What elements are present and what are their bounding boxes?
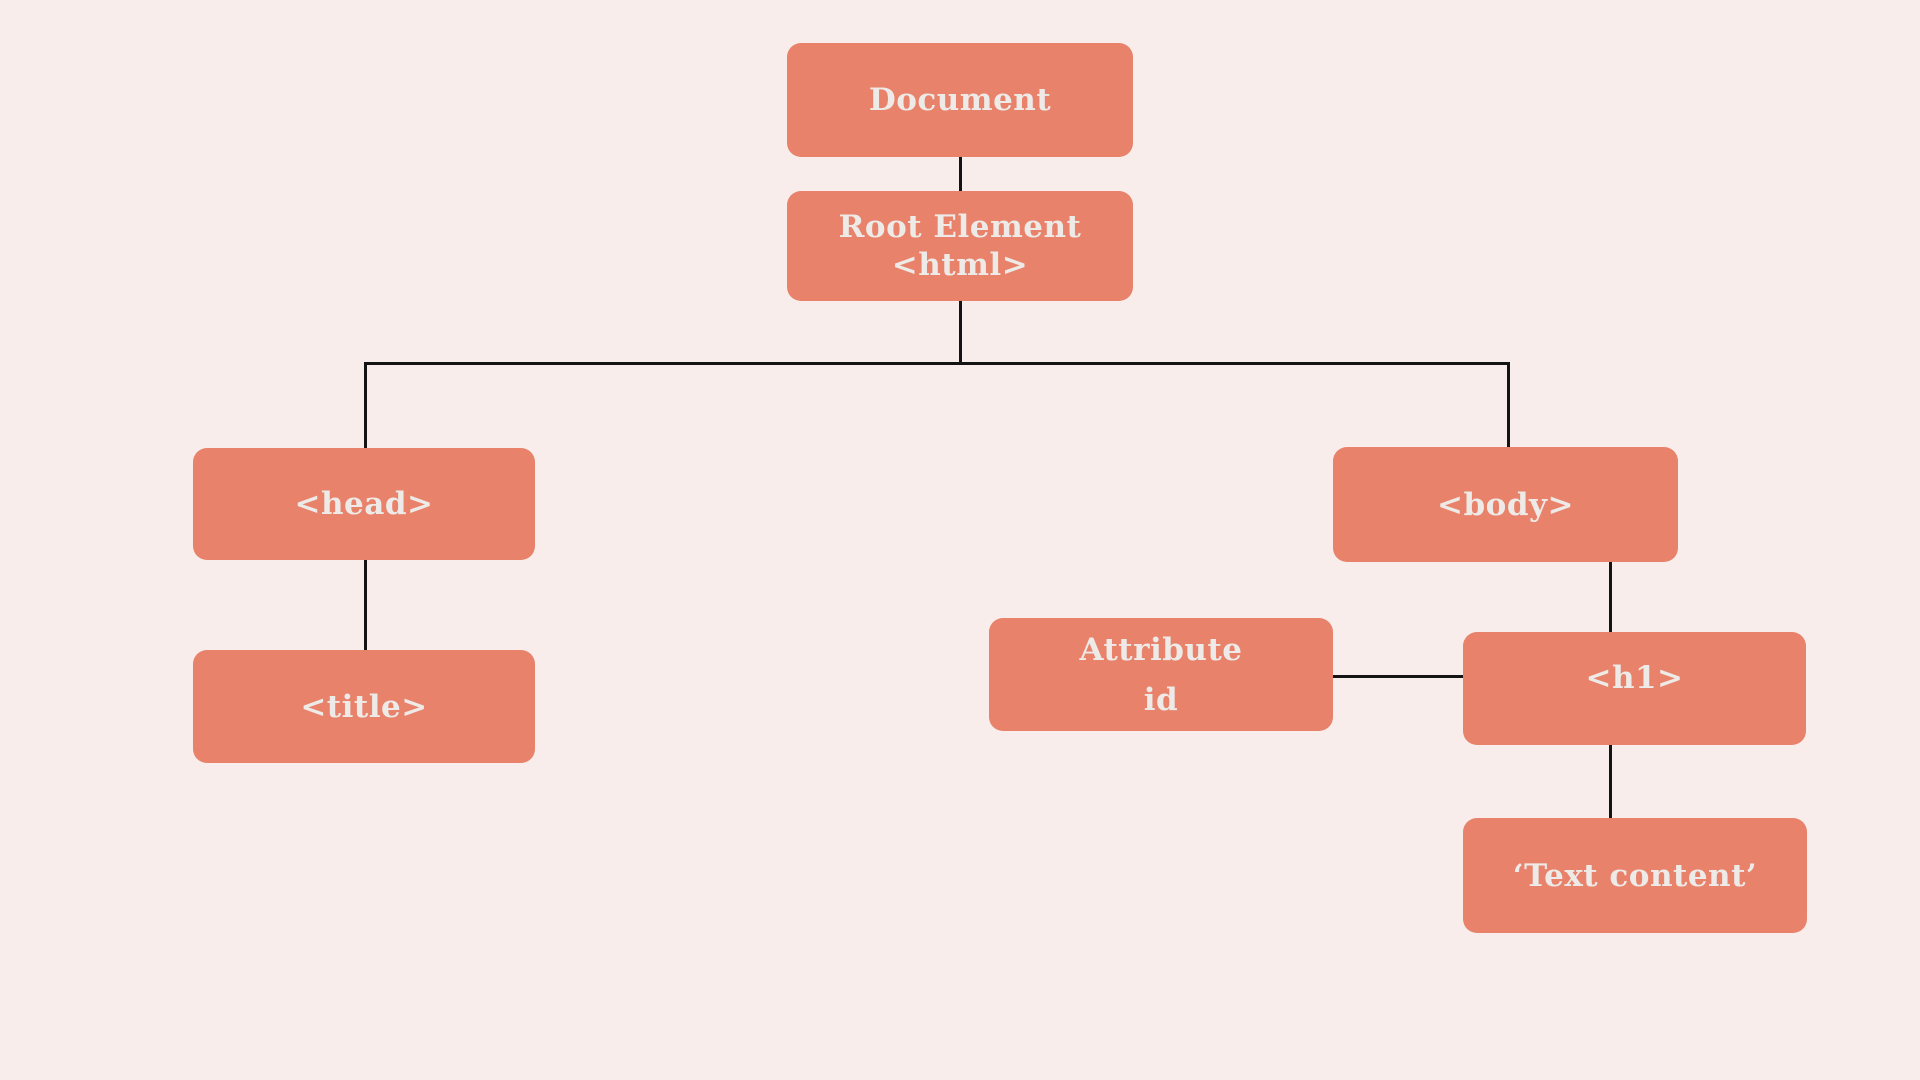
node-document: Document <box>787 43 1133 157</box>
node-head-label: <head> <box>294 486 434 522</box>
connector-root-stem <box>959 300 962 364</box>
connector-body-h1 <box>1609 562 1612 632</box>
node-text-content: ‘Text content’ <box>1463 818 1807 933</box>
node-head: <head> <box>193 448 535 560</box>
connector-attribute-h1 <box>1333 675 1463 678</box>
node-root-element-label-line1: Root Element <box>838 209 1082 245</box>
connector-head-title <box>364 560 367 650</box>
node-text-content-label: ‘Text content’ <box>1512 857 1758 894</box>
node-root-element: Root Element <html> <box>787 191 1133 301</box>
node-document-label: Document <box>868 82 1052 118</box>
node-attribute-id-label-line2: id <box>1143 681 1179 718</box>
node-body-label: <body> <box>1437 486 1574 523</box>
node-h1: <h1> <box>1463 632 1806 745</box>
node-attribute-id-label-line1: Attribute <box>1079 631 1243 668</box>
connector-document-root <box>959 157 962 191</box>
connector-root-branch <box>364 362 1510 365</box>
node-h1-label: <h1> <box>1585 659 1684 696</box>
node-title: <title> <box>193 650 535 763</box>
connector-branch-body <box>1507 362 1510 447</box>
node-body: <body> <box>1333 447 1678 562</box>
node-root-element-label-line2: <html> <box>891 247 1029 283</box>
node-title-label: <title> <box>300 688 428 725</box>
connector-h1-textcontent <box>1609 745 1612 818</box>
node-attribute-id: Attribute id <box>989 618 1333 731</box>
connector-branch-head <box>364 362 367 448</box>
